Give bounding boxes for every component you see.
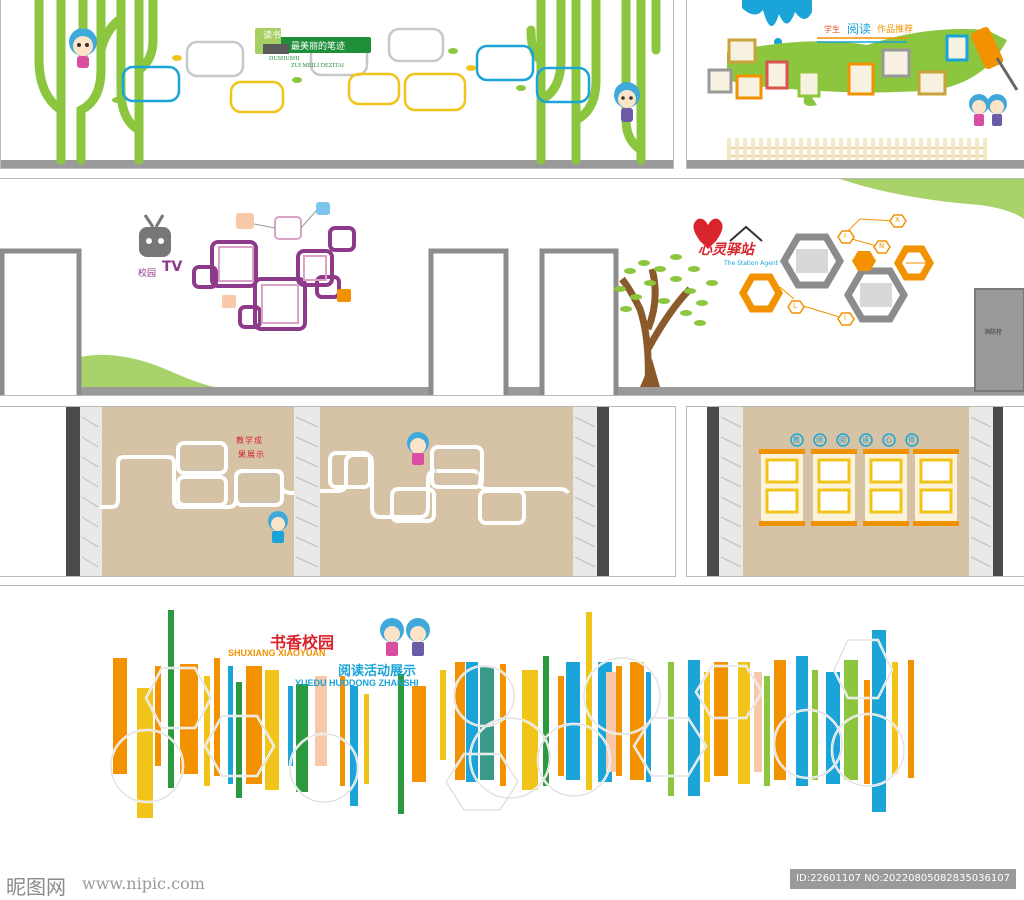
watermark-id: ID:22601107 NO:20220805082835036107	[790, 869, 1016, 889]
panel1-title-main: 最美丽的笔迹	[291, 42, 346, 52]
hex-letter-x: X	[895, 216, 900, 224]
panel1-pinyin-line1: DUSHUSHI	[269, 56, 300, 62]
campus-title: 书香校园	[270, 633, 335, 652]
panel2-artwork	[687, 0, 1024, 168]
station-title: 心灵驿站	[698, 242, 754, 258]
watermark-url: www.nipic.com	[82, 874, 205, 893]
panel5-title-char-4: 读	[862, 436, 869, 444]
panel5-title-char-3: 阅	[839, 436, 846, 444]
hex-letter-i1: I	[844, 232, 847, 240]
activity-subtitle: 阅读活动展示	[338, 664, 417, 679]
panel5-title-char-5: 心	[885, 436, 892, 444]
wall-panel-reading-works: 学生 阅读 作品推荐	[686, 0, 1024, 169]
watermark-logo: 昵图网	[6, 875, 66, 899]
wall-panel-teaching-results: 教学成 果展示	[0, 406, 676, 577]
wall-panel-teacher-reading: 教 师 阅 读 心 得	[686, 406, 1024, 577]
hex-letter-n: N	[879, 242, 885, 250]
tv-label: 校园	[138, 269, 157, 279]
panel6-artwork	[109, 610, 914, 818]
station-subtitle: The Station Agent	[724, 260, 779, 267]
panel5-title-char-1: 教	[793, 436, 800, 444]
watermark-bar: 昵图网 www.nipic.com ID:22601107 NO:2022080…	[0, 869, 1024, 899]
wall-panel-corridor: 校园 TV 心灵驿站 The Station Agent X N I L I 消…	[0, 178, 1024, 396]
hex-letter-i2: I	[844, 314, 847, 322]
panel5-title-char-6: 得	[908, 436, 915, 444]
panel3-artwork	[0, 179, 1024, 395]
panel4-title-line1: 教学成	[236, 436, 263, 445]
activity-subtitle-pinyin: YUEDU HUODONG ZHANSHI	[295, 678, 419, 688]
panel1-pinyin-line2: ZUI MEILI DEZITAI	[291, 63, 344, 69]
panel2-title-suffix: 作品推荐	[877, 25, 914, 35]
panel2-title-main: 阅读	[847, 22, 872, 36]
door-label: 消防栓	[984, 329, 1003, 336]
tv-letters: TV	[162, 259, 183, 275]
wall-panel-scholarly-campus: 书香校园 SHUXIANG XIAOYUAN 阅读活动展示 YUEDU HUOD…	[0, 585, 1024, 871]
panel2-title-prefix: 学生	[824, 25, 840, 34]
panel1-artwork	[1, 0, 673, 168]
hex-letter-l: L	[793, 302, 797, 310]
panel4-artwork	[66, 407, 609, 576]
campus-title-pinyin: SHUXIANG XIAOYUAN	[228, 648, 326, 658]
panel4-title-line2: 果展示	[238, 450, 265, 459]
panel5-title-char-2: 师	[816, 436, 823, 444]
panel1-title-side: 读书	[263, 31, 282, 41]
wall-panel-reading-handwriting: 读书 最美丽的笔迹 DUSHUSHI ZUI MEILI DEZITAI	[0, 0, 674, 169]
panel5-artwork	[707, 407, 1003, 576]
